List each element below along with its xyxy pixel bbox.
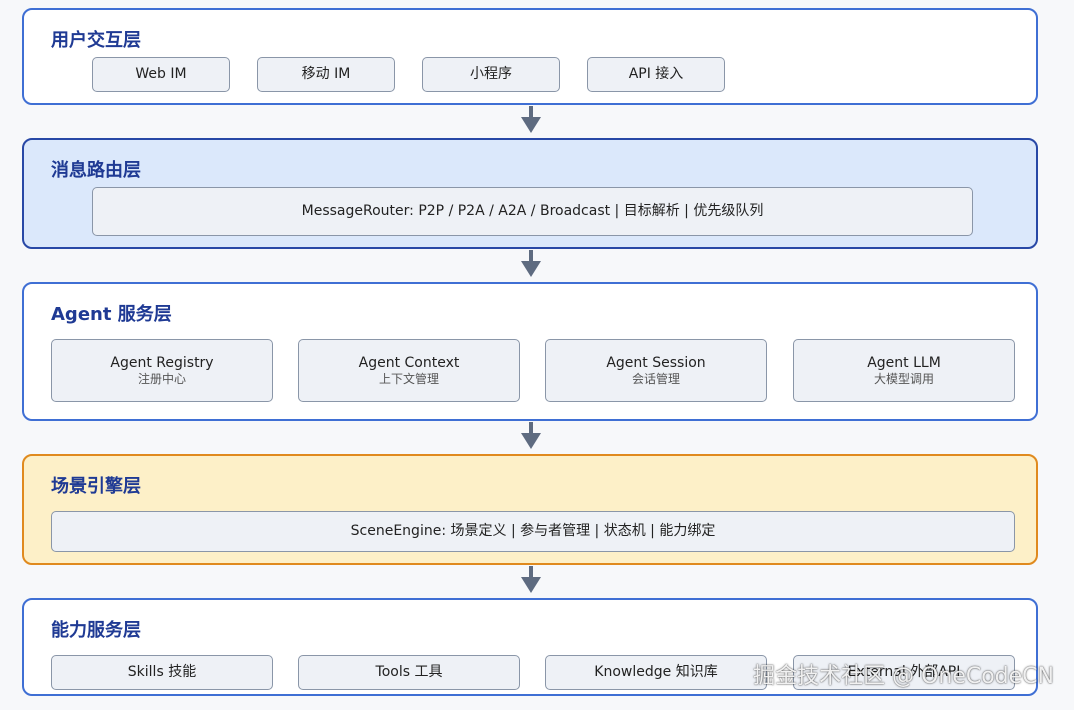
component-label: Agent Session xyxy=(606,355,706,371)
component-agent-llm: Agent LLM 大模型调用 xyxy=(793,339,1015,402)
component-label: 移动 IM xyxy=(301,66,351,82)
component-sublabel: 会话管理 xyxy=(631,372,680,386)
component-knowledge: Knowledge 知识库 xyxy=(545,655,767,690)
down-arrow xyxy=(521,106,541,136)
component-tools: Tools 工具 xyxy=(298,655,520,690)
component-message-router: MessageRouter: P2P / P2A / A2A / Broadca… xyxy=(92,187,973,236)
component-label: Agent Context xyxy=(358,355,460,371)
component-sublabel: 注册中心 xyxy=(137,372,186,386)
component-label: Tools 工具 xyxy=(375,664,443,680)
layer-title: 消息路由层 xyxy=(51,160,141,181)
component-label: Agent Registry xyxy=(110,355,214,371)
layer-agent-service: Agent 服务层 Agent Registry 注册中心 Agent Cont… xyxy=(22,282,1038,421)
layer-title: 用户交互层 xyxy=(51,30,141,51)
down-arrow xyxy=(521,566,541,596)
component-label: API 接入 xyxy=(628,66,684,82)
component-mini-program: 小程序 xyxy=(422,57,560,92)
component-label: Knowledge 知识库 xyxy=(594,664,718,680)
component-api-access: API 接入 xyxy=(587,57,725,92)
component-label: MessageRouter: P2P / P2A / A2A / Broadca… xyxy=(301,203,764,219)
component-sublabel: 大模型调用 xyxy=(873,372,934,386)
component-label: Agent LLM xyxy=(867,355,941,371)
component-skills: Skills 技能 xyxy=(51,655,273,690)
component-label: 小程序 xyxy=(470,66,512,82)
layer-title: 能力服务层 xyxy=(51,620,141,641)
layer-user-interaction: 用户交互层 Web IM 移动 IM 小程序 API 接入 xyxy=(22,8,1038,105)
component-label: Web IM xyxy=(135,66,187,82)
component-label: Skills 技能 xyxy=(127,664,197,680)
component-external-api: External 外部API xyxy=(793,655,1015,690)
layer-title: 场景引擎层 xyxy=(51,476,141,497)
down-arrow xyxy=(521,422,541,452)
layer-capability-service: 能力服务层 Skills 技能 Tools 工具 Knowledge 知识库 E… xyxy=(22,598,1038,696)
layer-message-routing: 消息路由层 MessageRouter: P2P / P2A / A2A / B… xyxy=(22,138,1038,249)
down-arrow xyxy=(521,250,541,280)
component-web-im: Web IM xyxy=(92,57,230,92)
component-agent-context: Agent Context 上下文管理 xyxy=(298,339,520,402)
component-sublabel: 上下文管理 xyxy=(378,372,439,386)
component-agent-registry: Agent Registry 注册中心 xyxy=(51,339,273,402)
layer-title: Agent 服务层 xyxy=(51,304,172,325)
component-scene-engine: SceneEngine: 场景定义 | 参与者管理 | 状态机 | 能力绑定 xyxy=(51,511,1015,552)
component-label: External 外部API xyxy=(847,664,961,680)
component-label: SceneEngine: 场景定义 | 参与者管理 | 状态机 | 能力绑定 xyxy=(350,523,716,539)
watermark: 掘金技术社区 @ OneCodeCN xyxy=(753,664,1054,689)
component-mobile-im: 移动 IM xyxy=(257,57,395,92)
layer-scene-engine: 场景引擎层 SceneEngine: 场景定义 | 参与者管理 | 状态机 | … xyxy=(22,454,1038,565)
component-agent-session: Agent Session 会话管理 xyxy=(545,339,767,402)
